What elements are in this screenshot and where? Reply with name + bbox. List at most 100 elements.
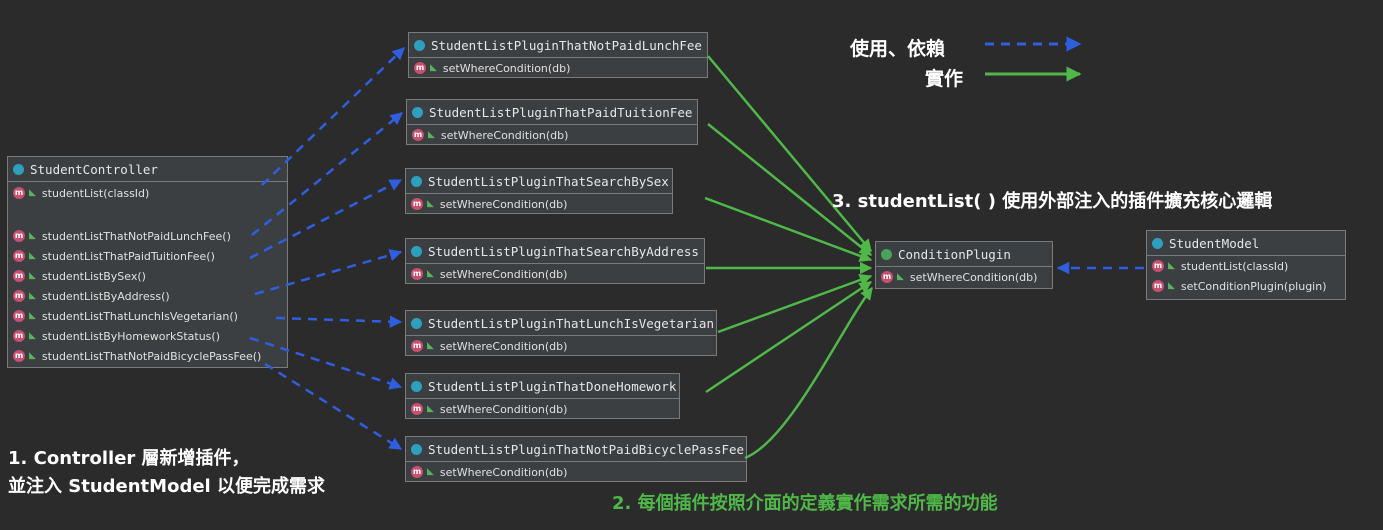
method-icon: m xyxy=(13,187,25,199)
public-visibility-icon: ◣ xyxy=(427,269,434,279)
public-visibility-icon: ◣ xyxy=(29,271,36,281)
method-icon: m xyxy=(13,290,25,302)
interface-icon xyxy=(881,248,892,260)
method-icon: m xyxy=(13,330,25,342)
plugin-class-paid-tuition-fee[interactable]: StudentListPluginThatPaidTuitionFee m ◣ … xyxy=(406,99,698,145)
class-icon xyxy=(411,380,422,392)
method-label: studentList(classId) xyxy=(41,186,150,200)
plugin-class-done-homework[interactable]: StudentListPluginThatDoneHomework m ◣ se… xyxy=(405,373,680,419)
dependency-arrow xyxy=(275,315,403,328)
dependency-arrow xyxy=(264,362,403,451)
condition-plugin-interface[interactable]: ConditionPlugin m ◣ setWhereCondition(db… xyxy=(875,241,1053,289)
interface-header: ConditionPlugin xyxy=(876,242,1052,267)
public-visibility-icon: ◣ xyxy=(29,188,36,198)
method-icon: m xyxy=(411,403,423,415)
public-visibility-icon: ◣ xyxy=(29,311,36,321)
class-icon xyxy=(411,245,422,257)
method-row: m ◣ studentListThatNotPaidBicyclePassFee… xyxy=(8,346,287,366)
student-controller-class[interactable]: StudentController m ◣ studentList(classI… xyxy=(7,156,288,368)
plugin-header: StudentListPluginThatNotPaidLunchFee xyxy=(409,33,707,58)
method-row: m ◣ studentListThatLunchIsVegetarian() xyxy=(8,306,287,326)
plugin-class-not-paid-bicycle-pass-fee[interactable]: StudentListPluginThatNotPaidBicyclePassF… xyxy=(405,436,747,482)
annotation-model-note: 3. studentList( ) 使用外部注入的插件擴充核心邏輯 xyxy=(832,191,1273,212)
method-row: m ◣ setWhereCondition(db) xyxy=(406,336,716,356)
method-row: m ◣ setWhereCondition(db) xyxy=(409,58,707,78)
student-model-header: StudentModel xyxy=(1147,231,1345,256)
method-label: setWhereCondition(db) xyxy=(439,465,568,479)
method-label: studentListByAddress() xyxy=(41,289,170,303)
plugin-header: StudentListPluginThatLunchIsVegetarian xyxy=(406,311,716,336)
method-icon: m xyxy=(1152,280,1164,292)
method-icon: m xyxy=(411,340,423,352)
plugin-class-lunch-is-vegetarian[interactable]: StudentListPluginThatLunchIsVegetarian m… xyxy=(405,310,717,356)
method-row: m ◣ setWhereCondition(db) xyxy=(876,267,1052,287)
plugin-title: StudentListPluginThatLunchIsVegetarian xyxy=(428,315,714,331)
public-visibility-icon: ◣ xyxy=(1168,261,1175,271)
method-label: studentListThatNotPaidBicyclePassFee() xyxy=(41,349,262,363)
method-label: studentListThatPaidTuitionFee() xyxy=(41,249,215,263)
plugin-header: StudentListPluginThatDoneHomework xyxy=(406,374,679,399)
method-row: m ◣ setWhereCondition(db) xyxy=(406,399,679,419)
implements-arrow xyxy=(707,55,872,252)
class-icon xyxy=(1152,237,1163,249)
plugin-class-search-by-address[interactable]: StudentListPluginThatSearchByAddress m ◣… xyxy=(405,238,705,284)
annotation-plugins-note: 2. 每個插件按照介面的定義實作需求所需的功能 xyxy=(612,493,998,514)
legend-dependency-label: 使用、依賴 xyxy=(850,38,946,60)
public-visibility-icon: ◣ xyxy=(427,341,434,351)
method-row: m ◣ setWhereCondition(db) xyxy=(406,264,704,284)
class-icon xyxy=(412,106,423,118)
method-row: m ◣ studentListThatPaidTuitionFee() xyxy=(8,246,287,266)
student-controller-header: StudentController xyxy=(8,157,287,182)
method-row: m ◣ studentList(classId) xyxy=(1147,256,1345,276)
interface-title: ConditionPlugin xyxy=(898,246,1011,262)
method-label: studentListByHomeworkStatus() xyxy=(41,329,220,343)
method-label: studentListThatNotPaidLunchFee() xyxy=(41,229,231,243)
plugin-title: StudentListPluginThatPaidTuitionFee xyxy=(429,104,693,120)
method-row: m ◣ setWhereCondition(db) xyxy=(407,125,697,145)
method-row: m ◣ studentListThatNotPaidLunchFee() xyxy=(8,226,287,246)
method-row: m ◣ setConditionPlugin(plugin) xyxy=(1147,276,1345,296)
plugin-class-search-by-sex[interactable]: StudentListPluginThatSearchBySex m ◣ set… xyxy=(405,168,673,214)
annotation-controller-line2: 並注入 StudentModel 以便完成需求 xyxy=(8,476,325,497)
method-label: setWhereCondition(db) xyxy=(442,61,571,75)
public-visibility-icon: ◣ xyxy=(29,231,36,241)
public-visibility-icon: ◣ xyxy=(428,130,435,140)
plugin-header: StudentListPluginThatSearchByAddress xyxy=(406,239,704,264)
method-row: m ◣ studentListByAddress() xyxy=(8,286,287,306)
method-label: studentListThatLunchIsVegetarian() xyxy=(41,309,238,323)
method-row: m ◣ studentList(classId) xyxy=(8,182,287,204)
plugin-title: StudentListPluginThatSearchBySex xyxy=(428,173,669,189)
student-model-class[interactable]: StudentModel m ◣ studentList(classId) m … xyxy=(1146,230,1346,300)
method-icon: m xyxy=(411,466,423,478)
method-row: m ◣ setWhereCondition(db) xyxy=(406,462,746,482)
method-label: setWhereCondition(db) xyxy=(440,128,569,142)
student-model-title: StudentModel xyxy=(1169,235,1260,251)
method-icon: m xyxy=(13,270,25,282)
method-label: studentList(classId) xyxy=(1180,259,1289,273)
method-separator xyxy=(8,204,287,226)
public-visibility-icon: ◣ xyxy=(427,467,434,477)
method-label: setWhereCondition(db) xyxy=(439,197,568,211)
student-controller-title: StudentController xyxy=(30,161,158,177)
legend-implements-label: 實作 xyxy=(925,68,964,90)
method-label: setWhereCondition(db) xyxy=(439,267,568,281)
method-label: setConditionPlugin(plugin) xyxy=(1180,279,1327,293)
implements-arrow xyxy=(717,273,873,334)
method-row: m ◣ setWhereCondition(db) xyxy=(406,194,672,214)
method-label: setWhereCondition(db) xyxy=(909,270,1038,284)
method-row: m ◣ studentListBySex() xyxy=(8,266,287,286)
class-icon xyxy=(13,163,24,175)
annotation-controller-line1: 1. Controller 層新增插件， xyxy=(8,448,250,469)
public-visibility-icon: ◣ xyxy=(897,272,904,282)
method-label: studentListBySex() xyxy=(41,269,146,283)
public-visibility-icon: ◣ xyxy=(29,351,36,361)
method-icon: m xyxy=(13,310,25,322)
public-visibility-icon: ◣ xyxy=(29,291,36,301)
class-icon xyxy=(411,443,422,455)
public-visibility-icon: ◣ xyxy=(427,199,434,209)
method-icon: m xyxy=(414,62,426,74)
method-icon: m xyxy=(411,268,423,280)
method-icon: m xyxy=(881,271,893,283)
plugin-class-not-paid-lunch-fee[interactable]: StudentListPluginThatNotPaidLunchFee m ◣… xyxy=(408,32,708,78)
class-icon xyxy=(411,175,422,187)
